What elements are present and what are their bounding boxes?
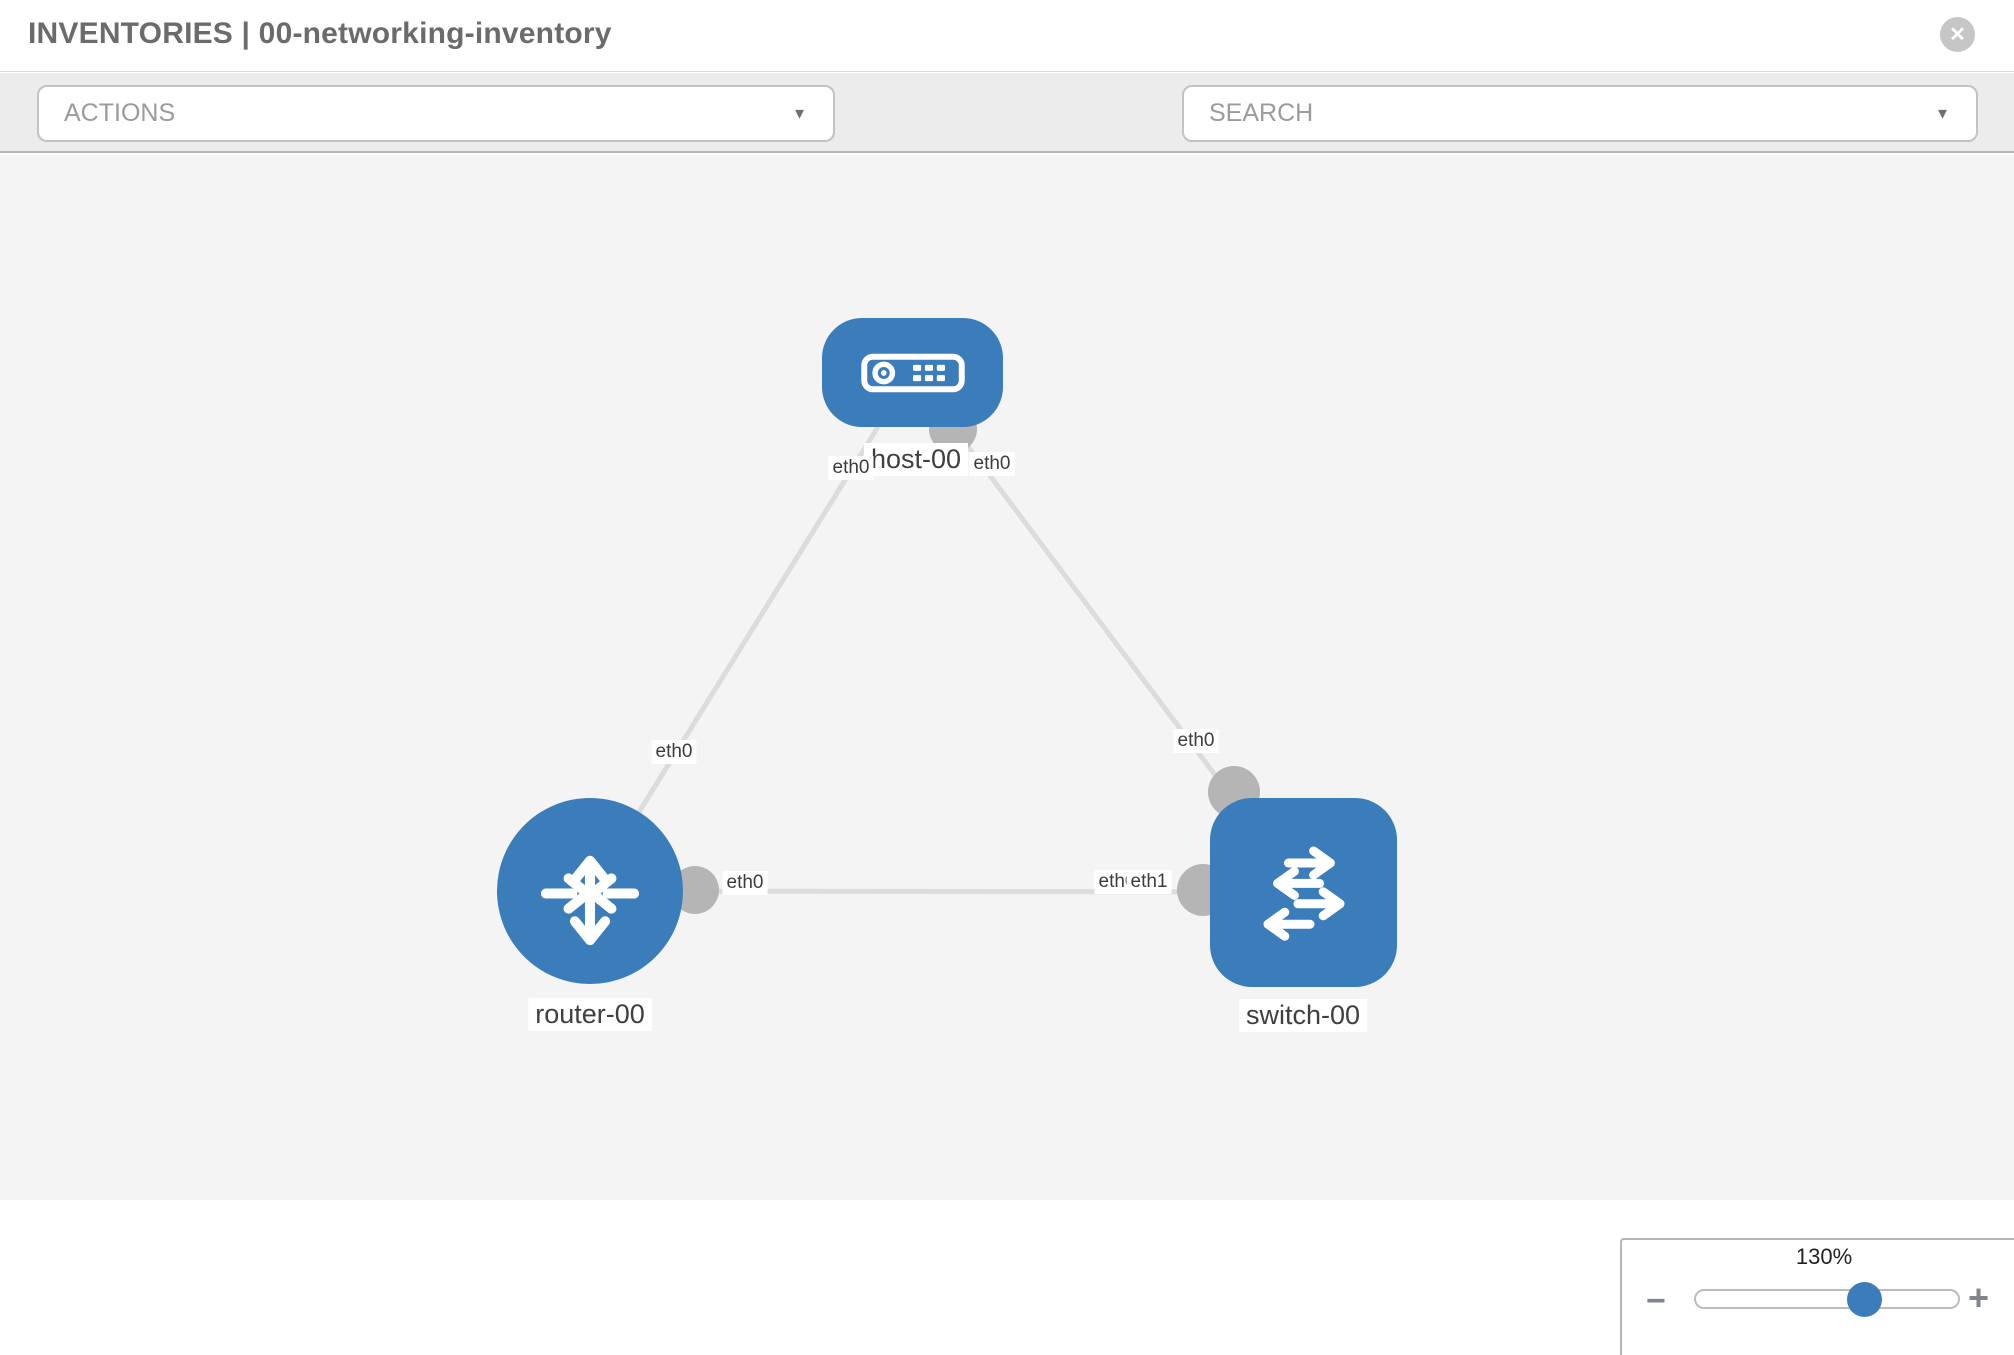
topology-links-layer bbox=[587, 370, 1305, 916]
zoom-panel: 130% − + bbox=[1620, 1238, 2014, 1355]
header-bar: INVENTORIES | 00-networking-inventory ✕ bbox=[0, 0, 2014, 72]
zoom-level-value: 130% bbox=[1795, 1244, 1853, 1269]
node-switch-00[interactable] bbox=[1210, 798, 1397, 987]
actions-dropdown-label: ACTIONS bbox=[64, 99, 176, 127]
zoom-in-button[interactable]: + bbox=[1968, 1277, 1990, 1318]
chevron-down-icon: ▼ bbox=[1935, 105, 1950, 122]
router-icon bbox=[540, 855, 640, 946]
interface-label-router-switch-routerside: eth0 bbox=[722, 871, 768, 895]
interface-label-host-switch-switchside: eth0 bbox=[1173, 729, 1219, 753]
zoom-slider[interactable] bbox=[1694, 1289, 1960, 1309]
chevron-down-icon: ▼ bbox=[792, 105, 807, 122]
host-icon bbox=[860, 353, 965, 392]
actions-dropdown[interactable]: ACTIONS ▼ bbox=[37, 85, 835, 142]
interface-label-host-router-routerside: eth0 bbox=[651, 740, 697, 764]
node-host-00[interactable] bbox=[822, 318, 1003, 427]
topology-canvas[interactable]: host-00 router-00 switch-00 eth0 eth0 et… bbox=[0, 155, 2014, 1355]
toolbar: ACTIONS ▼ SEARCH ▼ bbox=[0, 73, 2014, 208]
node-label-switch: switch-00 bbox=[1238, 999, 1368, 1032]
port-dot-router bbox=[671, 866, 719, 914]
zoom-out-button[interactable]: − bbox=[1646, 1282, 1666, 1320]
interface-label-host-switch-hostside: eth0 bbox=[969, 452, 1015, 476]
interface-label-host-router-hostside: eth0 bbox=[828, 456, 874, 480]
page-title: INVENTORIES | 00-networking-inventory bbox=[28, 17, 612, 50]
close-icon[interactable]: ✕ bbox=[1940, 17, 1975, 52]
zoom-slider-thumb[interactable] bbox=[1847, 1282, 1882, 1317]
search-dropdown-placeholder: SEARCH bbox=[1209, 99, 1314, 127]
search-dropdown[interactable]: SEARCH ▼ bbox=[1182, 85, 1978, 142]
node-label-host: host-00 bbox=[863, 443, 969, 476]
node-router-00[interactable] bbox=[497, 798, 683, 984]
interface-label-router-switch-switchside: eth1 bbox=[1126, 870, 1172, 894]
switch-icon bbox=[1263, 846, 1344, 941]
node-label-router: router-00 bbox=[528, 998, 652, 1031]
